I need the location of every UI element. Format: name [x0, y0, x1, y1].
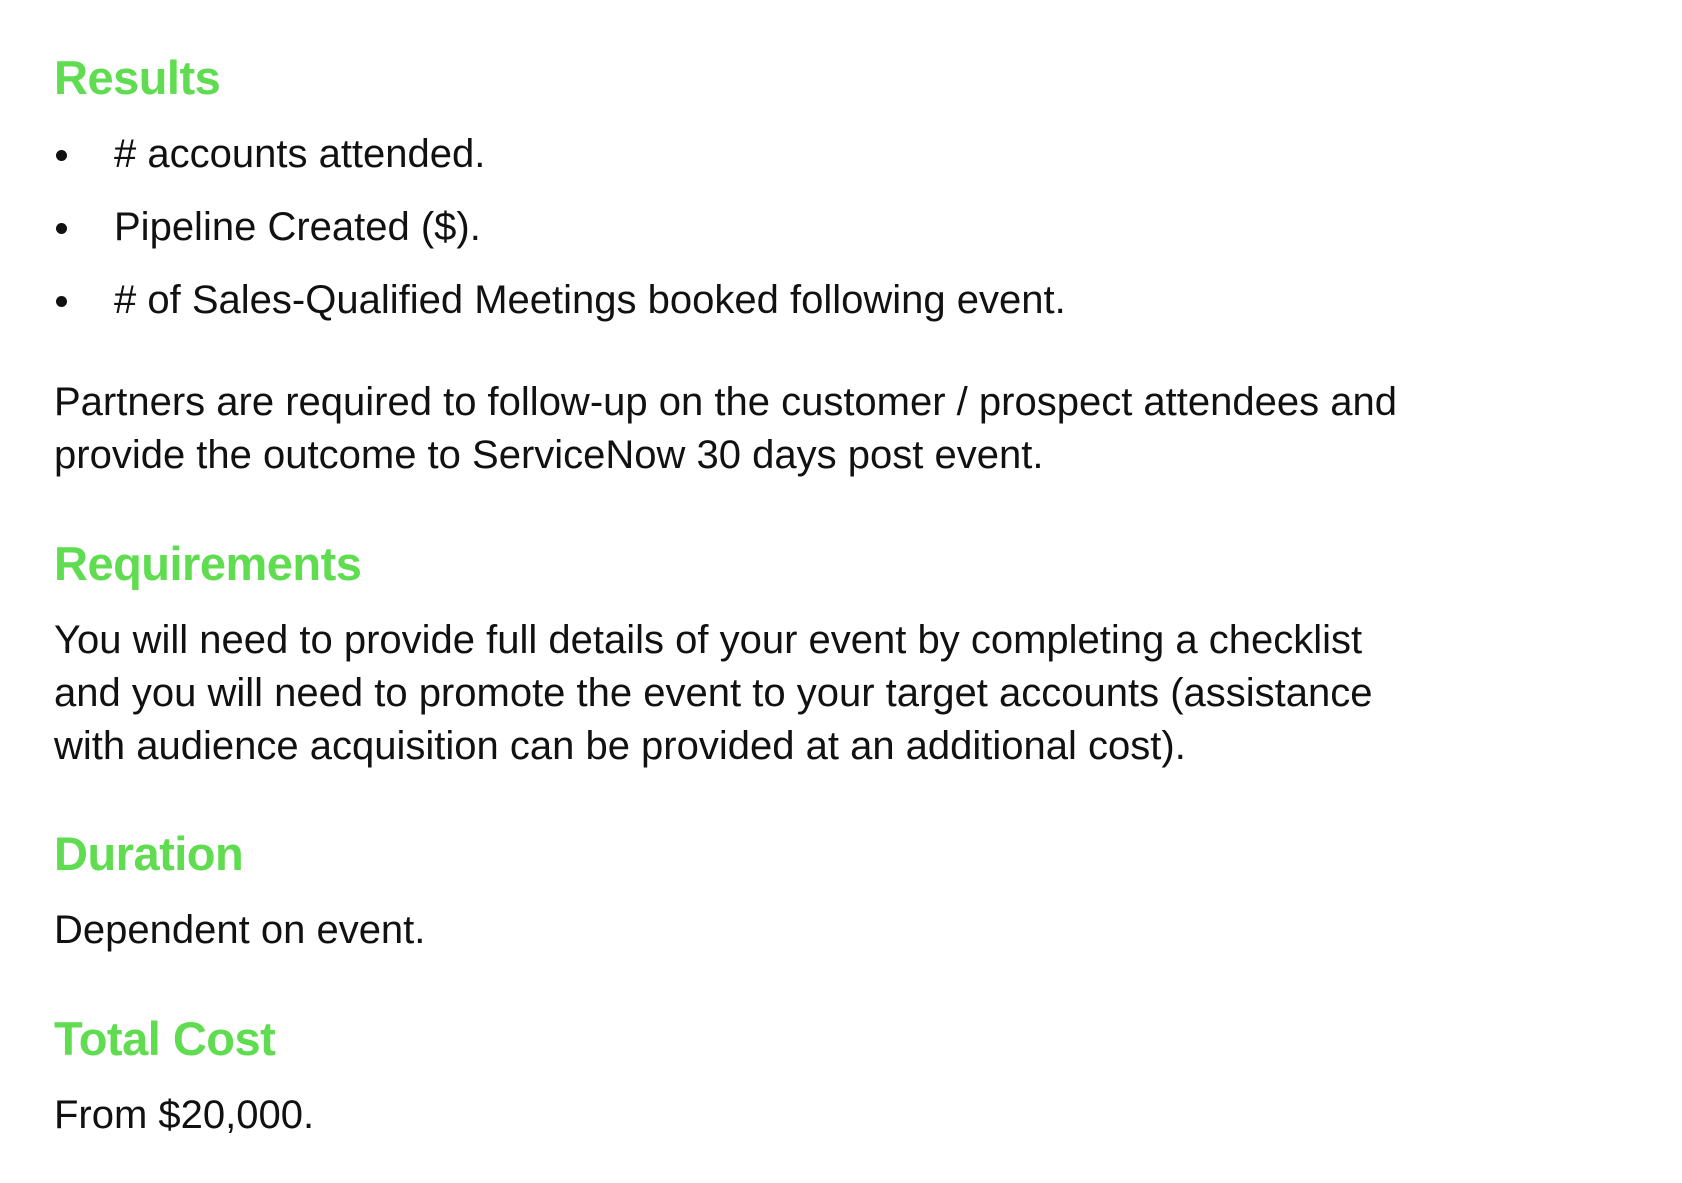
requirements-line: and you will need to promote the event t… — [54, 671, 1373, 715]
bullet-icon — [56, 296, 67, 307]
list-item: # of Sales-Qualified Meetings booked fol… — [54, 274, 1654, 327]
duration-heading: Duration — [54, 827, 244, 880]
total-cost-text: From $20,000. — [54, 1093, 315, 1137]
results-paragraph-line: provide the outcome to ServiceNow 30 day… — [54, 433, 1044, 477]
results-heading: Results — [54, 51, 221, 104]
list-item-text: Pipeline Created ($). — [114, 205, 481, 249]
total-cost-heading: Total Cost — [54, 1012, 276, 1065]
duration-text: Dependent on event. — [54, 908, 426, 952]
requirements-line: You will need to provide full details of… — [54, 618, 1363, 662]
list-item-text: # of Sales-Qualified Meetings booked fol… — [114, 278, 1066, 322]
requirements-paragraph: You will need to provide full details of… — [54, 614, 1654, 773]
results-list: # accounts attended. Pipeline Created ($… — [54, 128, 1654, 327]
bullet-icon — [56, 150, 67, 161]
requirements-line: with audience acquisition can be provide… — [54, 724, 1186, 768]
results-paragraph: Partners are required to follow-up on th… — [54, 376, 1654, 482]
list-item: Pipeline Created ($). — [54, 201, 1654, 254]
requirements-heading: Requirements — [54, 537, 362, 590]
bullet-icon — [56, 223, 67, 234]
results-paragraph-line: Partners are required to follow-up on th… — [54, 380, 1397, 424]
list-item-text: # accounts attended. — [114, 132, 486, 176]
list-item: # accounts attended. — [54, 128, 1654, 181]
